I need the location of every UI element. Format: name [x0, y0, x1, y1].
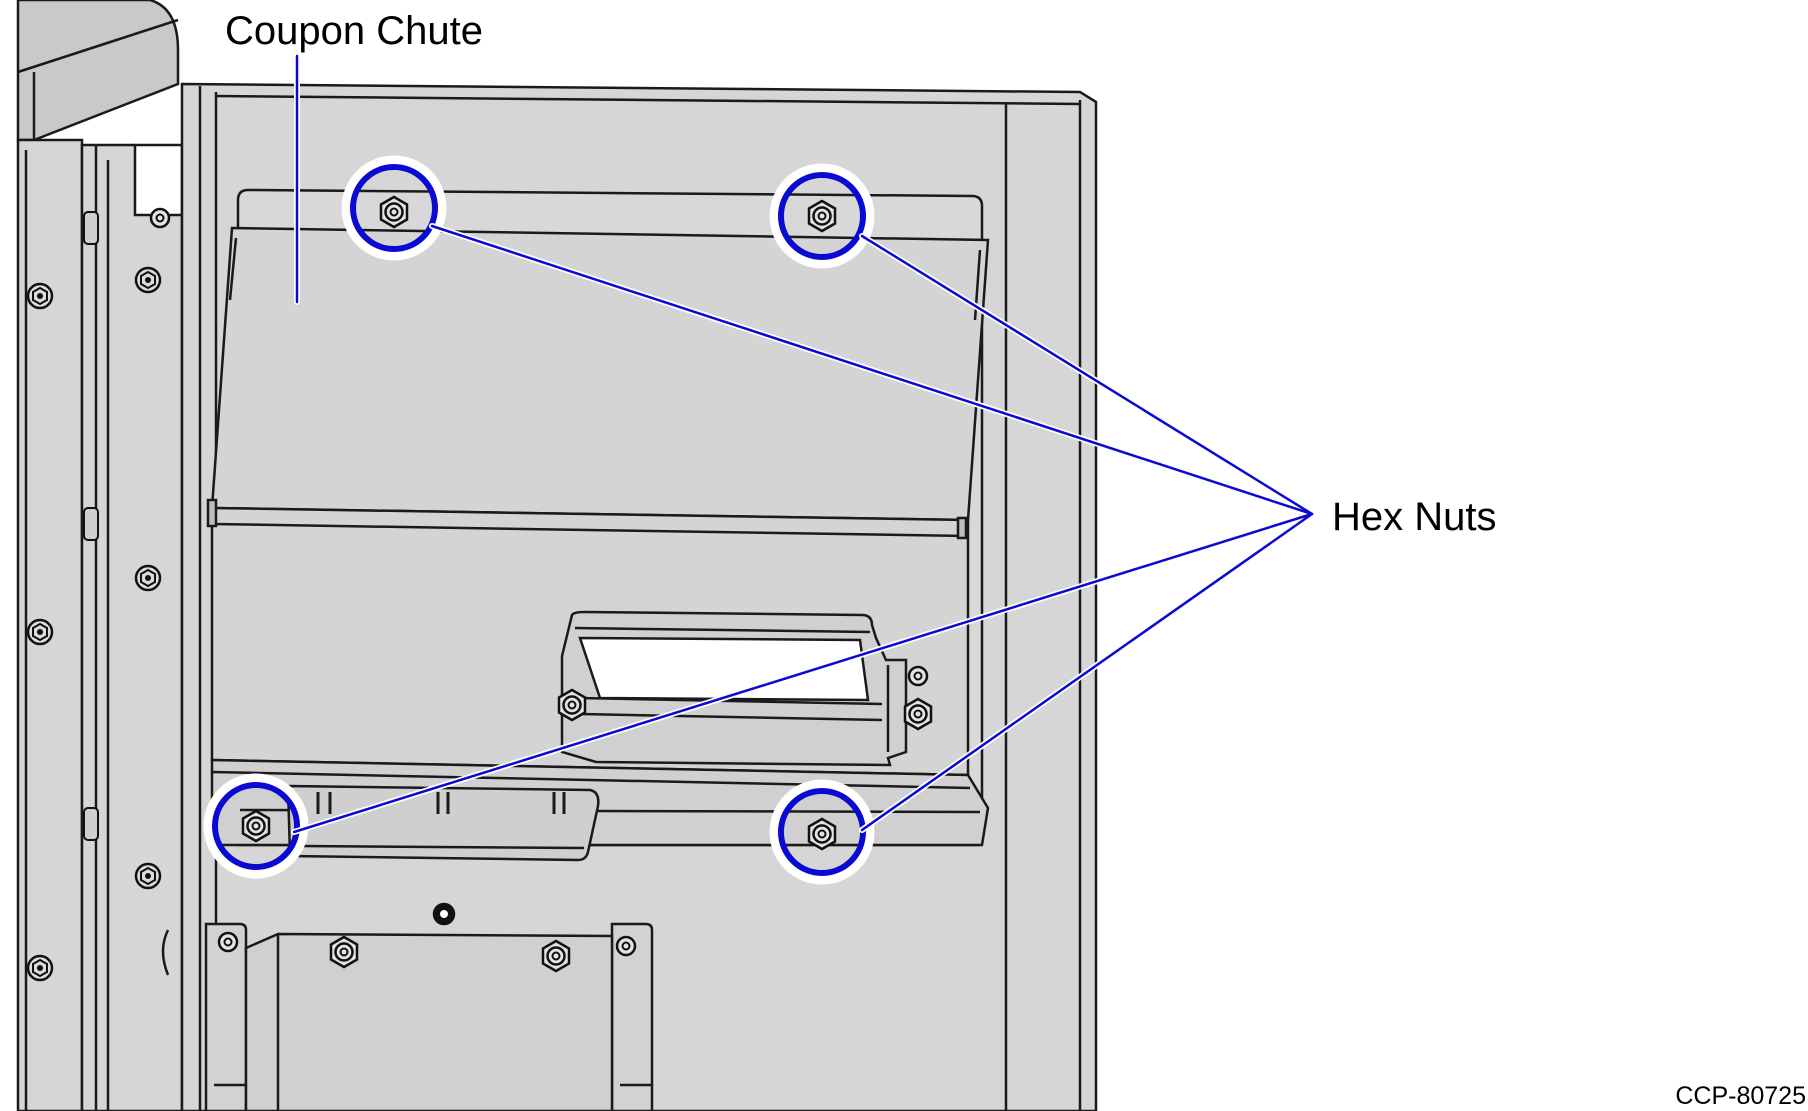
coupon-slot	[557, 610, 933, 767]
coupon-chute-label: Coupon Chute	[225, 9, 483, 53]
callout-circle	[769, 163, 875, 269]
side-fasteners	[26, 207, 171, 982]
hex-nut-leader	[860, 512, 1314, 832]
hex-nut-icon	[241, 809, 271, 843]
lower-bracket	[204, 902, 654, 1111]
hex-nuts-label: Hex Nuts	[1332, 495, 1497, 539]
callout-circle	[341, 155, 447, 261]
figure-id: CCP-80725	[1675, 1082, 1806, 1110]
hex-nut-icon	[807, 817, 837, 851]
hex-nut-leader	[292, 512, 1314, 834]
hex-nut-icon	[807, 199, 837, 233]
hex-nut-icon	[379, 195, 409, 229]
hex-nut-leader	[860, 234, 1314, 516]
left-frame	[16, 0, 184, 1111]
hex-nut-leader	[430, 224, 1314, 516]
callout-circle	[203, 773, 309, 879]
coupon-tray	[286, 784, 600, 862]
callout-circles	[203, 155, 875, 885]
leader-lines	[291, 53, 1315, 835]
